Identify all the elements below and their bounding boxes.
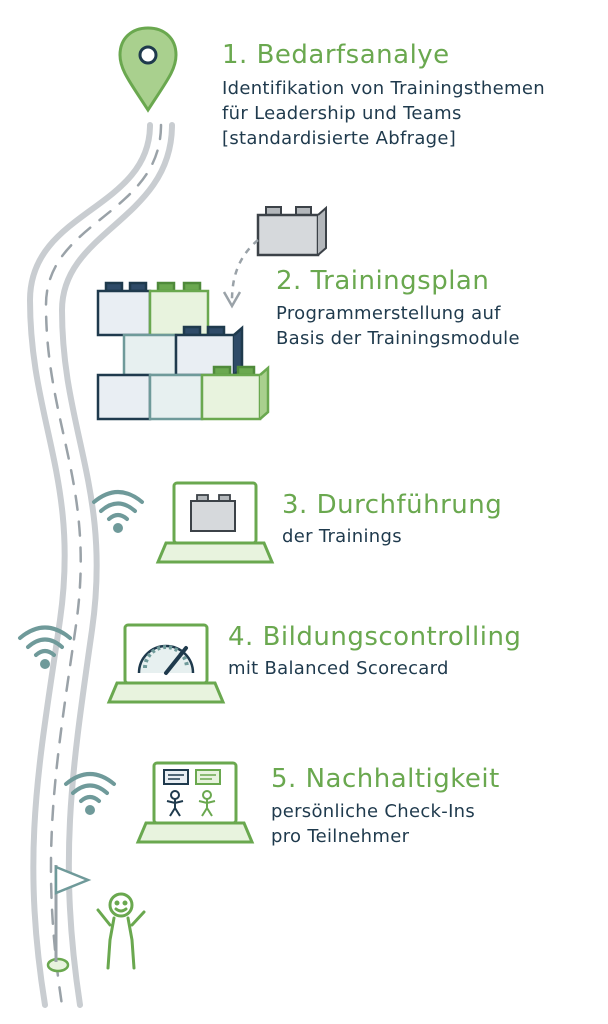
step-5-line-2: pro Teilnehmer	[271, 826, 410, 847]
wifi-icon	[18, 625, 72, 669]
step-5-title: 5. Nachhaltigkeit	[271, 764, 500, 794]
step-4-title: 4. Bildungscontrolling	[228, 622, 522, 652]
step-2-line-1: Programmerstellung auf	[276, 303, 501, 324]
location-pin-icon	[118, 26, 178, 113]
step-1-title: 1. Bedarfsanalye	[222, 40, 450, 70]
step-2-title: 2. Trainingsplan	[276, 266, 490, 296]
step-4-line-1: mit Balanced Scorecard	[228, 658, 449, 679]
step-1-line-2: für Leadership und Teams	[222, 103, 462, 124]
step-1-line-1: Identifikation von Trainingsthemen	[222, 78, 545, 99]
step-3-title: 3. Durchführung	[282, 490, 503, 520]
laptop-icon	[155, 481, 275, 564]
step-1-line-3: [standardisierte Abfrage]	[222, 128, 457, 149]
arrow-head	[222, 291, 242, 309]
arrow-curve	[230, 239, 259, 301]
person-icon	[96, 892, 146, 970]
person-icon	[166, 790, 184, 817]
speedometer-icon	[137, 644, 195, 675]
person-icon	[198, 790, 216, 817]
winding-road	[26, 122, 175, 1008]
wifi-icon	[92, 490, 144, 533]
lego-brick-icon	[190, 494, 236, 532]
step-2-line-2: Basis der Trainingsmodule	[276, 328, 520, 349]
chat-bubble-icon	[163, 769, 189, 785]
wifi-icon	[64, 772, 116, 815]
brick-wall	[96, 281, 270, 421]
laptop-icon	[135, 761, 255, 844]
lego-brick-icon	[256, 205, 327, 257]
finish-flag-icon	[46, 865, 92, 973]
laptop-icon	[106, 623, 226, 704]
step-3-line-1: der Trainings	[282, 526, 402, 547]
chat-bubble-icon	[195, 769, 221, 785]
step-5-line-1: persönliche Check-Ins	[271, 801, 476, 822]
